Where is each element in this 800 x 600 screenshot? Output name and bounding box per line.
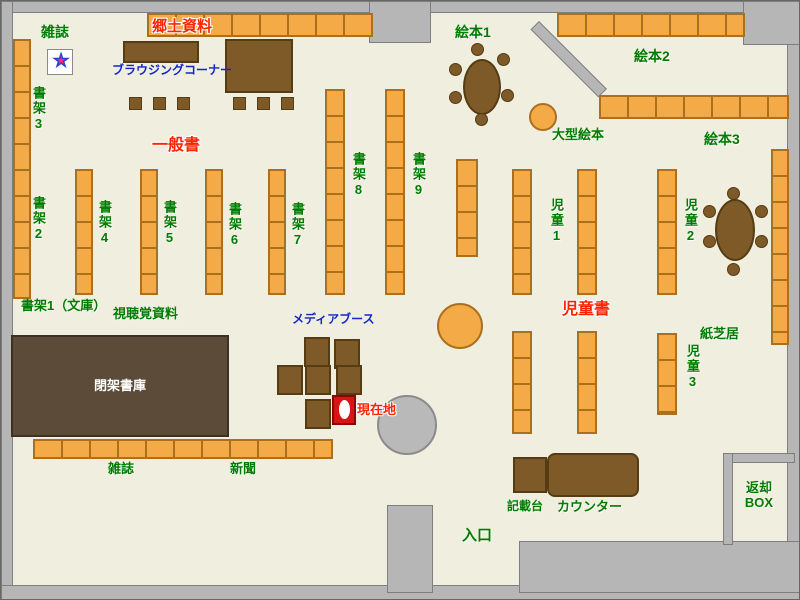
label-newspapers: 新聞 (230, 461, 257, 476)
shelf-picture-book-3 (599, 95, 789, 119)
children-2-table (715, 199, 755, 261)
label-children-1: 児童1 (548, 198, 564, 245)
label-picture-book-2: 絵本2 (634, 48, 670, 64)
round-table (437, 303, 483, 349)
label-children-3: 児童3 (684, 344, 700, 391)
label-writing-desk: 記載台 (507, 499, 544, 513)
closed-stacks-label: 閉架書庫 (93, 378, 146, 393)
shelf-children-1a (512, 169, 532, 295)
label-shelf-8: 書架8 (350, 152, 366, 199)
media-booth-unit (304, 337, 330, 367)
magazines-star-icon: ★ ★ (47, 47, 73, 75)
wall-top-right-block (743, 1, 799, 45)
pillar (377, 395, 437, 455)
label-shelf-9: 書架9 (410, 152, 426, 199)
chair (233, 97, 246, 110)
shelf-local-materials (147, 13, 373, 37)
media-booth-unit (277, 365, 303, 395)
shelf-4 (75, 169, 93, 295)
chair (501, 89, 514, 102)
shelf-5 (140, 169, 158, 295)
label-children-books: 児童書 (562, 301, 611, 318)
shelf-children-3a (512, 331, 532, 434)
label-general-books: 一般書 (152, 137, 201, 154)
chair (755, 235, 768, 248)
writing-desk (513, 457, 547, 493)
shelf-6 (205, 169, 223, 295)
label-large-picture-book: 大型絵本 (552, 127, 605, 142)
chair (703, 235, 716, 248)
label-picture-book-1: 絵本1 (455, 24, 491, 40)
wall-returnbox-top (723, 453, 795, 463)
label-counter: カウンター (557, 499, 623, 514)
shelf-8 (325, 89, 345, 295)
chair (153, 97, 166, 110)
media-booth-unit (305, 399, 331, 429)
label-magazines-top: 雑誌 (41, 24, 69, 40)
current-location-marker (338, 400, 350, 419)
label-shelf-3: 書架3 (30, 86, 46, 133)
shelf-children-2 (657, 169, 677, 295)
chair (177, 97, 190, 110)
shelf-center (456, 159, 478, 257)
chair (703, 205, 716, 218)
label-media-booth: メディアブース (292, 312, 375, 326)
chair (471, 43, 484, 56)
shelf-children-1b (577, 169, 597, 295)
wall-bottom-column (387, 505, 433, 593)
wall-top-center-block (369, 1, 431, 43)
media-booth-unit (305, 365, 331, 395)
chair (449, 63, 462, 76)
label-shelf-7: 書架7 (289, 202, 305, 249)
picture-book-1-table (463, 59, 501, 115)
wall-returnbox-left (723, 453, 733, 545)
current-location-booth (332, 395, 356, 425)
browsing-table-2 (225, 39, 293, 93)
label-kamishibai: 紙芝居 (700, 326, 740, 341)
chair (755, 205, 768, 218)
shelf-9 (385, 89, 405, 295)
counter-desk (547, 453, 639, 497)
label-children-2: 児童2 (682, 198, 698, 245)
label-shelf-5: 書架5 (161, 200, 177, 247)
label-shelf-6: 書架6 (226, 202, 242, 249)
chair (727, 263, 740, 276)
shelf-children-3b (577, 331, 597, 434)
label-entrance: 入口 (462, 527, 493, 544)
star-inner-icon: ★ (56, 55, 66, 67)
chair (449, 91, 462, 104)
chair (257, 97, 270, 110)
chair (129, 97, 142, 110)
chair (475, 113, 488, 126)
shelf-magazines-newspapers (33, 439, 333, 459)
label-shelf-1-bunko: 書架1（文庫） (21, 298, 107, 313)
shelf-7 (268, 169, 286, 295)
label-shelf-2: 書架2 (30, 196, 46, 243)
label-return-box: 返却BOX (744, 480, 774, 510)
wall-left (1, 1, 13, 599)
wall-bottom-right-mass (519, 541, 799, 593)
media-booth-unit (336, 365, 362, 395)
chair (281, 97, 294, 110)
shelf-picture-book-2 (557, 13, 745, 37)
label-magazines-bottom: 雑誌 (108, 461, 135, 476)
large-picture-book-stand (529, 103, 557, 131)
label-audio-visual: 視聴覚資料 (113, 306, 179, 321)
shelf-left-wall (13, 39, 31, 299)
shelf-children-3c (657, 333, 677, 415)
label-browsing-corner: ブラウジングコーナー (112, 63, 233, 77)
chair (727, 187, 740, 200)
label-current-location: 現在地 (357, 402, 397, 417)
browsing-table-1 (123, 41, 199, 63)
label-local-materials: 郷土資料 (152, 18, 213, 35)
shelf-right-wall (771, 149, 789, 345)
closed-stacks-room: 閉架書庫 (11, 335, 229, 437)
star-outer-icon: ★ (50, 47, 72, 73)
label-shelf-4: 書架4 (96, 200, 112, 247)
label-picture-book-3: 絵本3 (704, 131, 740, 147)
chair (497, 53, 510, 66)
